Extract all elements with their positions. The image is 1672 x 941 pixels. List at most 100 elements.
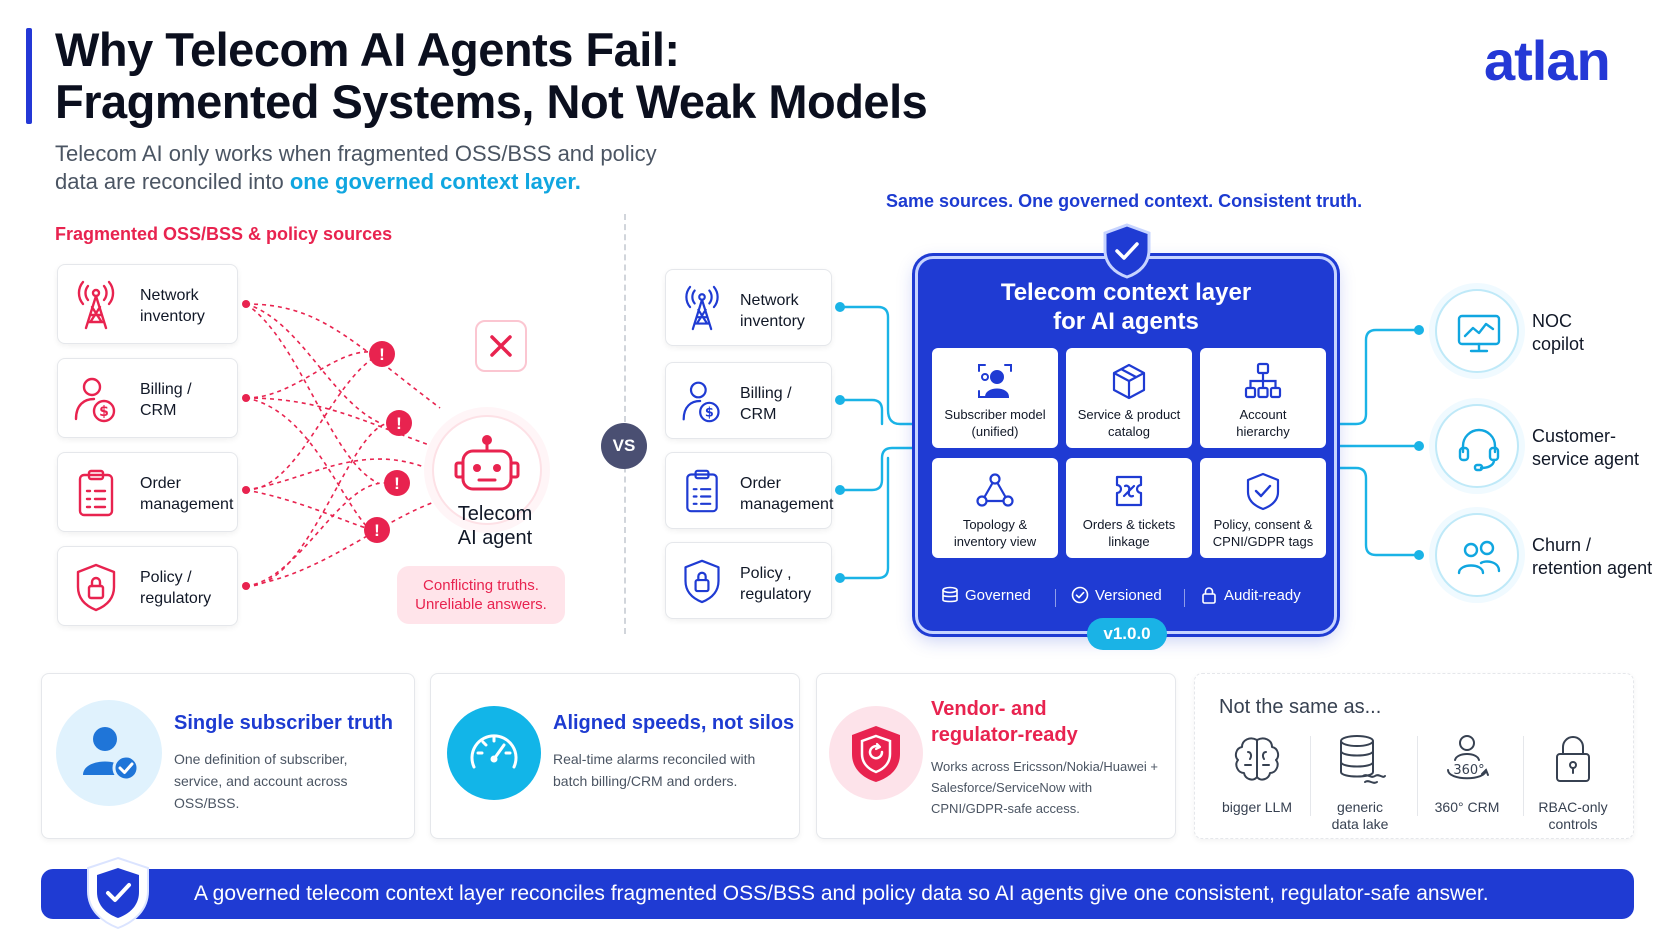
svg-text:!: ! — [379, 345, 385, 364]
left-source-billing-crm[interactable]: $ Billing /CRM — [57, 358, 238, 438]
page-subtitle: Telecom AI only works when fragmented OS… — [55, 140, 695, 196]
warning-icon: ! — [384, 470, 410, 496]
padlock-icon — [1556, 736, 1590, 782]
cube-icon — [1112, 363, 1146, 400]
svg-text:!: ! — [394, 474, 400, 493]
fragmented-sources-label: Fragmented OSS/BSS & policy sources — [55, 224, 393, 244]
vs-badge: VS — [601, 423, 647, 469]
svg-text:$: $ — [705, 406, 714, 421]
source-label: Policy ,regulatory — [740, 565, 812, 603]
not-same-title: Not the same as... — [1219, 696, 1382, 718]
cell-subscriber-model[interactable]: Subscriber model(unified) — [932, 348, 1058, 448]
version-pill: v1.0.0 — [1087, 618, 1167, 650]
user-check-icon — [83, 727, 140, 782]
speedometer-icon — [470, 734, 518, 769]
shield-lock-icon — [684, 559, 720, 604]
badge-versioned: Versioned — [1071, 586, 1162, 604]
card-aligned-speeds: Aligned speeds, not silos Real-time alar… — [430, 673, 800, 839]
svg-text:!: ! — [396, 414, 402, 433]
card-single-subscriber-truth: Single subscriber truth One definition o… — [41, 673, 415, 839]
telecom-agent-avatar — [432, 415, 542, 525]
cell-label: Subscriber model(unified) — [944, 407, 1046, 439]
warning-icon: ! — [386, 410, 412, 436]
users-icon — [1457, 540, 1501, 575]
right-source-policy-regulatory[interactable]: Policy ,regulatory — [665, 542, 832, 619]
cell-topology-inventory[interactable]: Topology &inventory view — [932, 458, 1058, 558]
close-icon — [490, 335, 512, 357]
summary-banner: A governed telecom context layer reconci… — [41, 869, 1634, 919]
cell-policy-consent[interactable]: Policy, consent &CPNI/GDPR tags — [1200, 458, 1326, 558]
agent-churn-retention[interactable] — [1435, 513, 1519, 597]
check-circle-icon — [1071, 586, 1089, 604]
source-label: Policy /regulatory — [140, 569, 212, 607]
not-same-360-crm: 360° 360° CRM — [1417, 732, 1517, 816]
agent-customer-service[interactable] — [1435, 404, 1519, 488]
ticket-link-icon — [1115, 475, 1143, 507]
cell-label: Topology &inventory view — [953, 517, 1037, 549]
card-title: Aligned speeds, not silos — [553, 712, 795, 734]
crm-360-icon: 360° — [1447, 735, 1489, 780]
agent-name-customer-service: Customer-service agent — [1532, 426, 1640, 469]
database-icon — [1340, 735, 1386, 784]
page-title: Why Telecom AI Agents Fail: Fragmented S… — [55, 24, 1055, 128]
badge-governed: Governed — [941, 586, 1031, 604]
card-body: One definition of subscriber,service, an… — [174, 751, 348, 811]
clipboard-icon — [686, 469, 718, 513]
conflict-callout: Conflicting truths.Unreliable answers. — [397, 566, 565, 624]
title-accent-bar — [26, 28, 32, 124]
not-same-bigger-llm: bigger LLM — [1207, 732, 1307, 816]
context-badges: Governed Versioned Audit-ready — [915, 586, 1337, 610]
source-label: Billing /CRM — [740, 385, 792, 423]
subscriber-icon — [978, 364, 1012, 398]
clipboard-icon — [78, 469, 114, 517]
badge-audit-ready: Audit-ready — [1200, 586, 1301, 604]
shield-check-icon — [87, 856, 149, 930]
left-source-policy-regulatory[interactable]: Policy /regulatory — [57, 546, 238, 626]
brain-icon — [1234, 737, 1280, 781]
atlan-logo[interactable]: atlan — [1484, 29, 1611, 92]
tower-icon — [685, 285, 719, 331]
governed-tagline: Same sources. One governed context. Cons… — [886, 191, 1363, 211]
agent-noc-copilot[interactable] — [1435, 289, 1519, 373]
lock-icon — [1202, 587, 1216, 604]
error-bubble — [475, 320, 527, 372]
billing-user-icon: $ — [74, 377, 116, 423]
warning-icon: ! — [364, 517, 390, 543]
shield-lock-icon — [76, 563, 116, 612]
right-source-billing-crm[interactable]: $ Billing /CRM — [665, 362, 832, 439]
shield-check-icon — [1103, 223, 1151, 279]
tower-icon — [77, 280, 115, 330]
cell-label: Policy, consent &CPNI/GDPR tags — [1212, 517, 1314, 549]
svg-text:$: $ — [99, 404, 109, 420]
shield-check-icon — [1246, 472, 1280, 511]
shield-refresh-icon — [852, 726, 900, 782]
subtitle-text: Telecom AI only works when fragmented OS… — [55, 141, 657, 194]
subtitle-highlight: one governed context layer. — [289, 169, 581, 194]
topology-icon — [976, 473, 1014, 507]
hierarchy-icon — [1244, 362, 1282, 399]
svg-text:360°: 360° — [1453, 763, 1484, 778]
title-line-1: Why Telecom AI Agents Fail: — [55, 23, 680, 76]
